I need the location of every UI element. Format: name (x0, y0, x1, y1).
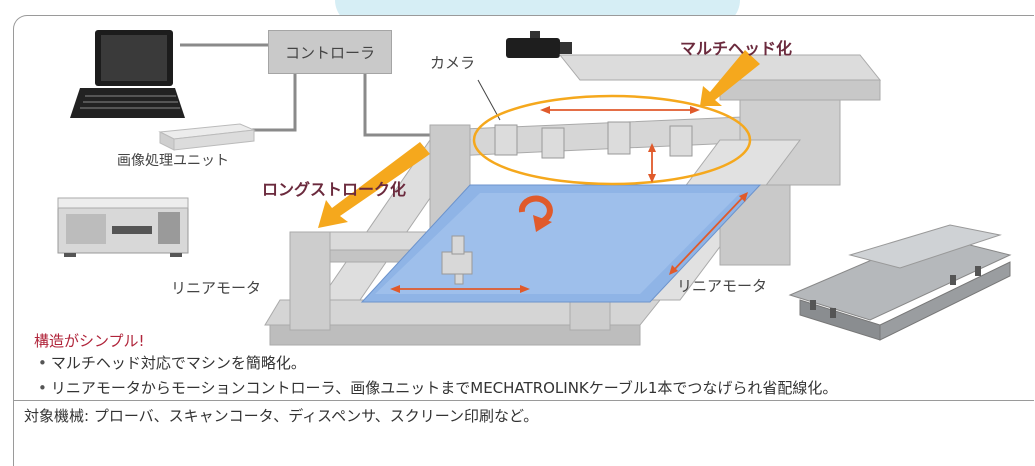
feature-text: マルチヘッド対応でマシンを簡略化。 (50, 354, 306, 372)
system-diagram (57, 30, 1012, 346)
laptop-icon (70, 30, 185, 118)
gantry-machine (264, 54, 882, 346)
controller-unit-photo (57, 197, 189, 257)
feature-item: •マルチヘッド対応でマシンを簡略化。 (38, 352, 306, 373)
multihead-callout: マルチヘッド化 (680, 39, 793, 58)
controller-box: コントローラ (268, 30, 392, 74)
red-motion-arrows (390, 106, 748, 293)
linear-motor-photo (788, 224, 1012, 341)
camera-label: カメラ (430, 54, 476, 72)
orange-arrows (318, 50, 760, 228)
linear-motor-right-label: リニアモータ (677, 277, 768, 295)
feature-text: リニアモータからモーションコントローラ、画像ユニットまでMECHATROLINK… (50, 379, 838, 397)
wiring-lines (180, 43, 440, 137)
target-machines-text: 対象機械: プローバ、スキャンコータ、ディスペンサ、スクリーン印刷など。 (24, 407, 539, 425)
bullet-dot-icon: • (38, 379, 47, 397)
camera-icon (506, 31, 572, 58)
long-stroke-callout: ロングストローク化 (262, 180, 407, 199)
camera-leader-line (477, 79, 501, 121)
multihead-ellipse (472, 94, 752, 186)
linear-motor-left-label: リニアモータ (171, 279, 262, 297)
controller-label: コントローラ (284, 43, 375, 62)
footer-divider (14, 400, 1034, 401)
feature-item: •リニアモータからモーションコントローラ、画像ユニットまでMECHATROLIN… (38, 377, 837, 398)
image-unit-label: 画像処理ユニット (117, 153, 229, 169)
bullet-dot-icon: • (38, 354, 47, 372)
features-title: 構造がシンプル! (34, 332, 145, 350)
image-processing-unit-icon (158, 123, 256, 151)
